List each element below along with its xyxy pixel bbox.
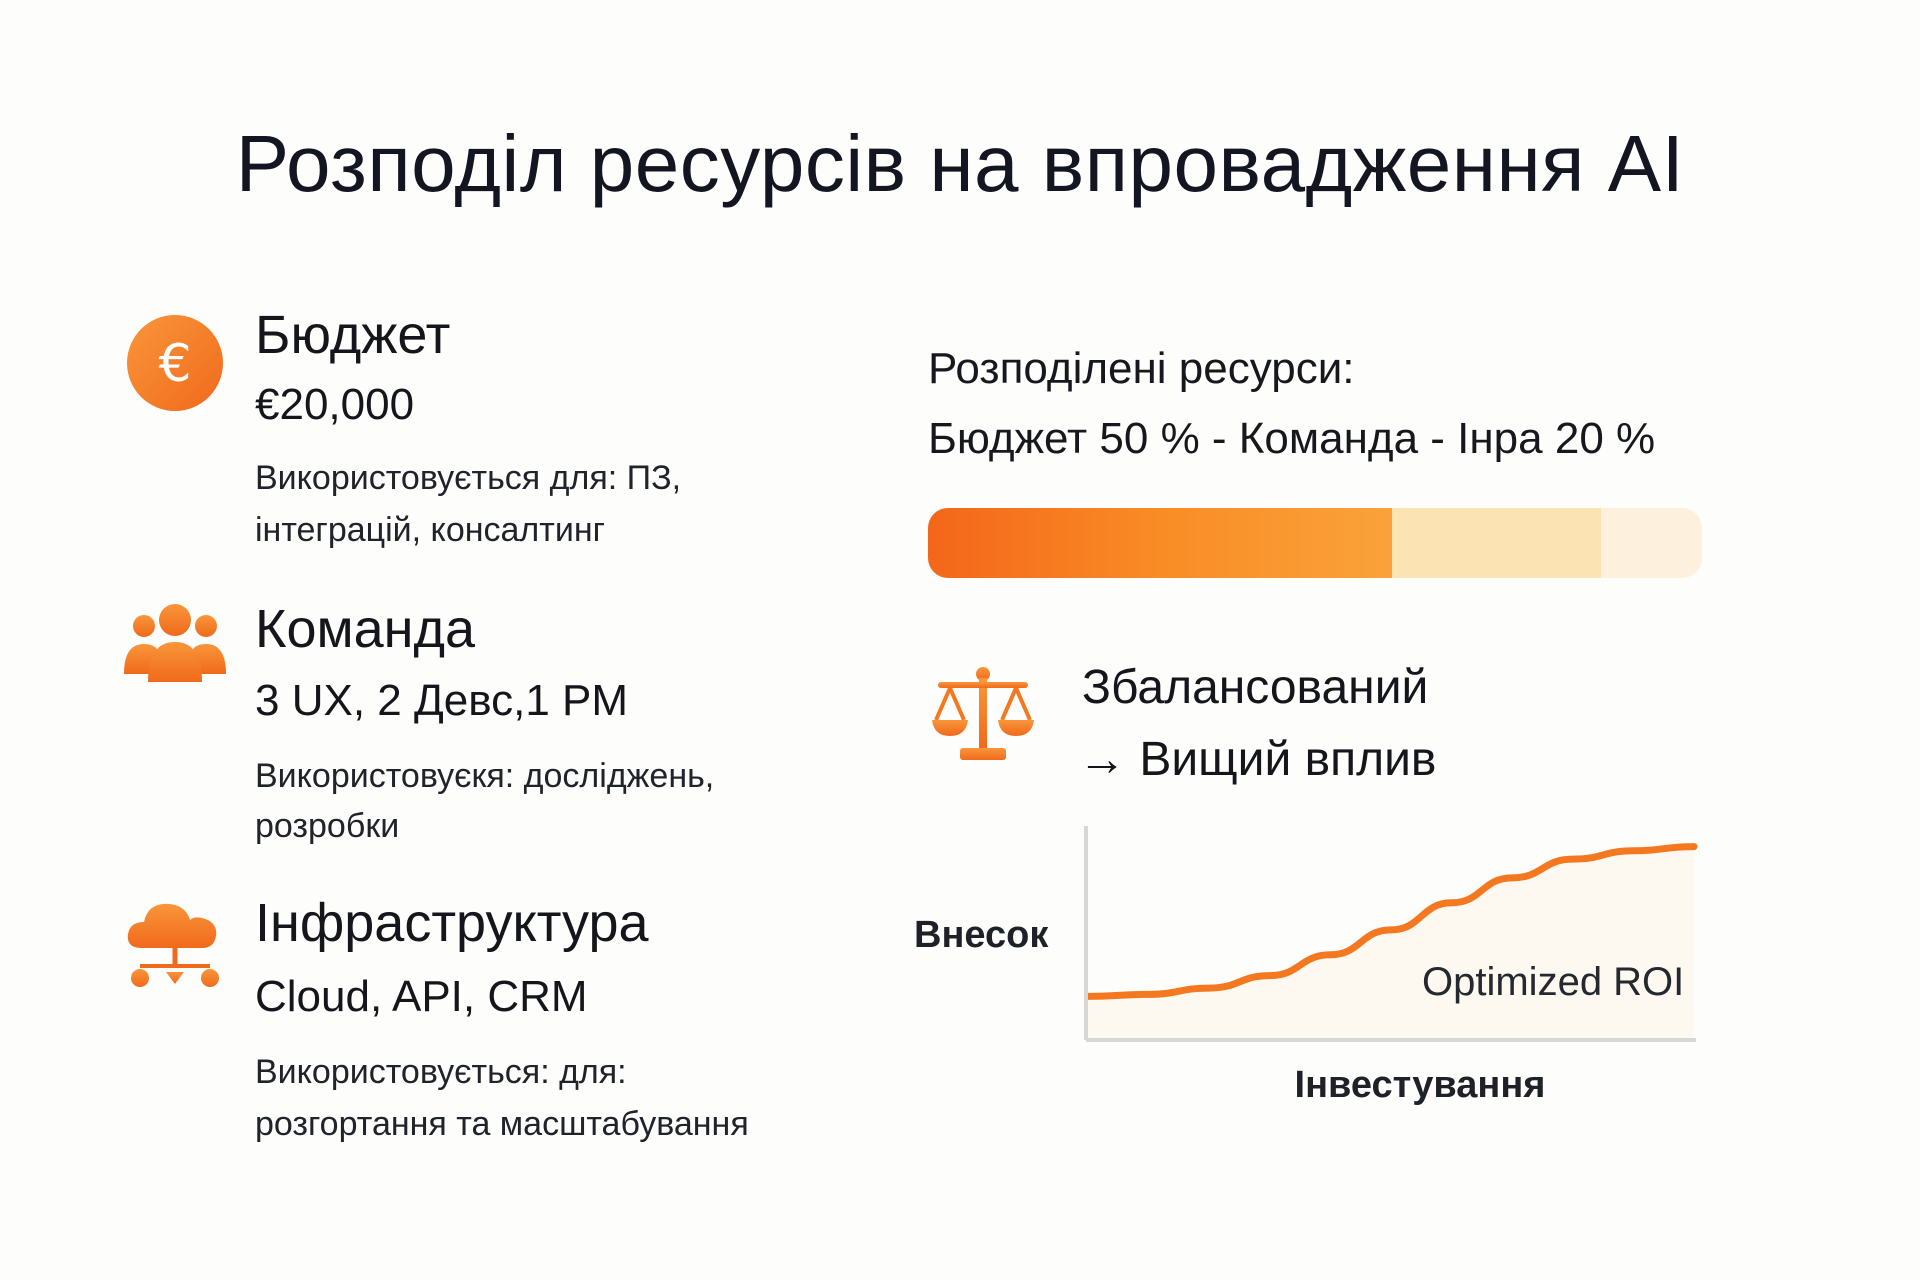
allocation-label: Розподілені ресурси: <box>928 344 1355 393</box>
budget-value: €20,000 <box>255 380 415 429</box>
budget-desc-1: Використовується для: ПЗ, <box>255 459 682 497</box>
allocation-segment-budget <box>928 508 1393 578</box>
chart-x-label: Інвестування <box>1294 1064 1546 1106</box>
allocation-breakdown: Бюджет 50 % - Команда - Інра 20 % <box>928 414 1656 463</box>
infrastructure-desc-1: Використовується: для: <box>255 1053 627 1091</box>
chart-annotation: Optimized ROI <box>1422 960 1685 1004</box>
svg-text:€: € <box>158 334 191 394</box>
budget-heading: Бюджет <box>255 305 451 365</box>
roi-line <box>1084 843 1698 1000</box>
balanced-line-1: Збалансований <box>1082 661 1429 714</box>
infrastructure-desc-2: розгортання та масштабування <box>255 1105 749 1143</box>
balanced-line-2: → Вищий вплив <box>1078 733 1437 786</box>
team-icon <box>124 604 226 682</box>
budget-desc-2: інтеграцій, консалтинг <box>255 511 605 549</box>
team-desc-2: розробки <box>255 807 400 845</box>
allocation-segment-team <box>1392 508 1602 578</box>
chart-y-label: Внесок <box>914 914 1049 956</box>
page-title: Розподіл ресурсів на впровадження AI <box>235 119 1685 208</box>
infrastructure-value: Cloud, API, CRM <box>255 972 588 1021</box>
team-desc-1: Використовуєкя: досліджень, <box>255 757 715 795</box>
cloud-network-icon <box>127 903 219 987</box>
roi-area-fill <box>1088 846 1694 1038</box>
infrastructure-heading: Інфраструктура <box>255 893 649 953</box>
roi-chart <box>1084 826 1698 1042</box>
allocation-bar <box>928 508 1702 578</box>
team-heading: Команда <box>255 599 476 659</box>
allocation-segment-infra <box>1601 508 1702 578</box>
euro-icon: € <box>127 315 223 411</box>
scales-icon <box>932 667 1034 760</box>
team-value: 3 UX, 2 Девс,1 PM <box>255 676 629 725</box>
